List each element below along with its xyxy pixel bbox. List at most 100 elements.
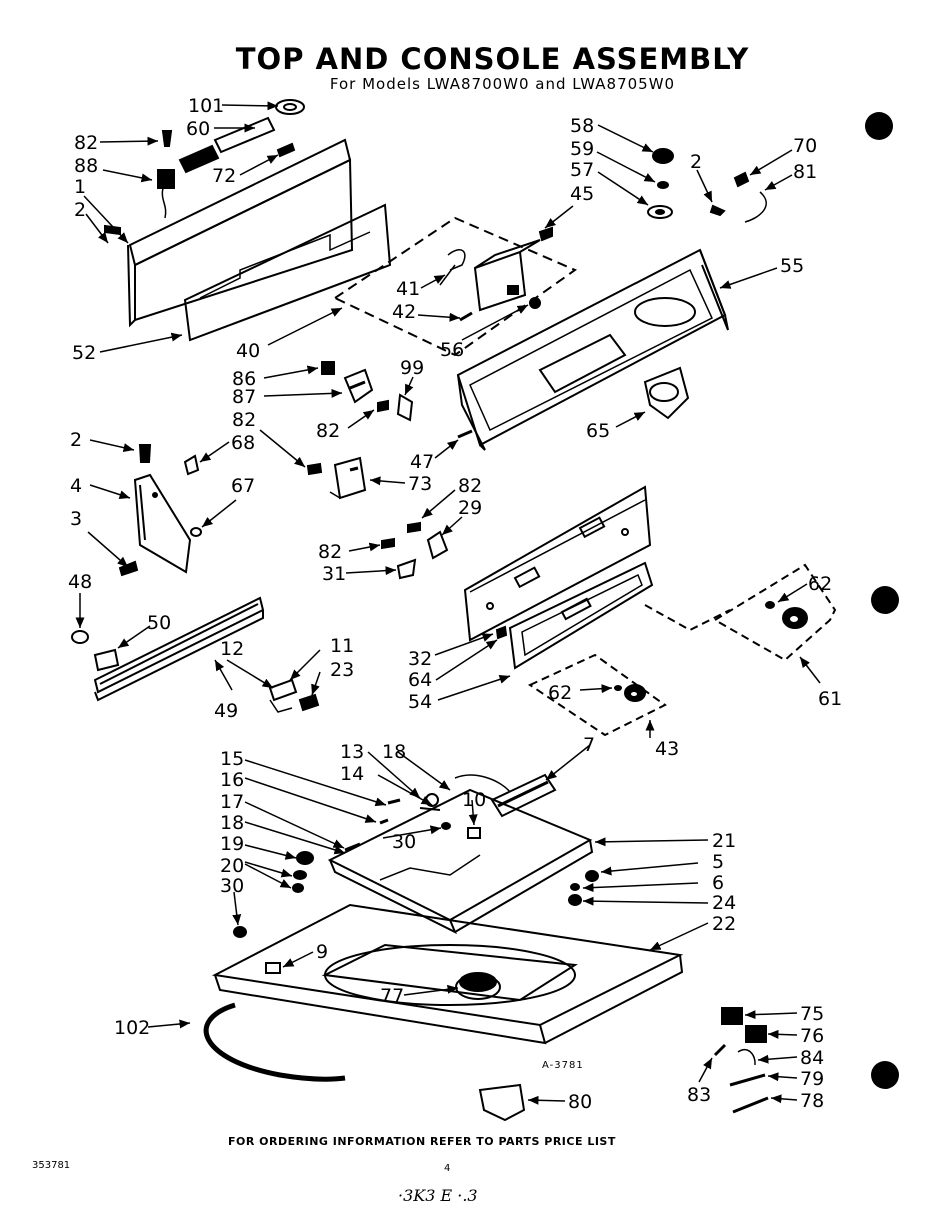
callout-label: 13 — [340, 741, 364, 763]
nut-part-30-upper — [441, 822, 451, 830]
callout-label: 77 — [380, 985, 404, 1007]
callout-label: 2 — [690, 151, 702, 173]
screw-part-2-side — [138, 444, 152, 463]
callout-label: 49 — [214, 700, 238, 722]
callout-label: 45 — [570, 183, 594, 205]
wire-connectors-parts-79-78 — [729, 1073, 769, 1114]
callout-label: 11 — [330, 635, 354, 657]
lid-switch-part-10 — [467, 827, 481, 839]
callout-label: 30 — [392, 831, 416, 853]
callout-label: 83 — [687, 1084, 711, 1106]
bracket-part-4 — [133, 473, 192, 574]
control-panel-part-32 — [463, 485, 652, 642]
callout-label: 56 — [440, 339, 464, 361]
callout-label: 68 — [231, 432, 255, 454]
switch-part-29 — [426, 530, 449, 560]
callout-label: 65 — [586, 420, 610, 442]
spring-part-59 — [657, 181, 669, 189]
callout-label: 81 — [793, 161, 817, 183]
callout-label: 86 — [232, 368, 256, 390]
callout-label: 62 — [548, 682, 572, 704]
callout-label: 72 — [212, 165, 236, 187]
callout-label: 52 — [72, 342, 96, 364]
figure-code: A-3781 — [542, 1060, 584, 1071]
callout-label: 99 — [400, 357, 424, 379]
callout-label: 10 — [462, 789, 486, 811]
callout-label: 80 — [568, 1091, 592, 1113]
screw-part-64 — [495, 625, 508, 640]
callout-label: 60 — [186, 118, 210, 140]
knob-part-62-right — [765, 601, 808, 629]
callout-label: 21 — [712, 830, 736, 852]
timer-motor-part-56 — [473, 239, 541, 312]
callout-label: 82 — [458, 475, 482, 497]
knob-part-58 — [652, 148, 674, 164]
knob-assembly-outline-part-43 — [527, 653, 667, 737]
trim-strip-part-49 — [93, 596, 265, 702]
switch-part-86 — [321, 361, 335, 375]
screw-part-82-29 — [407, 521, 421, 534]
callout-label: 3 — [70, 508, 82, 530]
screw-part-2-right — [709, 204, 726, 217]
callout-label: 87 — [232, 386, 256, 408]
callout-label: 29 — [458, 497, 482, 519]
panel-shield-part-52 — [183, 203, 392, 342]
callout-label: 61 — [818, 688, 842, 710]
callout-label: 5 — [712, 851, 724, 873]
knob-assembly-outline-part-61 — [644, 563, 837, 662]
callout-label: 9 — [316, 941, 328, 963]
callout-label: 76 — [800, 1025, 824, 1047]
callout-label: 20 — [220, 855, 244, 877]
callout-label: 47 — [410, 451, 434, 473]
washer-part-57 — [647, 205, 673, 219]
agitator-cap-part-77 — [455, 972, 501, 1000]
handwritten-note: ·3K3 E ·.3 — [398, 1186, 478, 1205]
callout-label: 23 — [330, 659, 354, 681]
page-number: 4 — [444, 1163, 451, 1174]
callout-label: 78 — [800, 1090, 824, 1112]
console-part-55 — [456, 248, 729, 451]
callout-label: 58 — [570, 115, 594, 137]
callout-label: 54 — [408, 691, 432, 713]
end-cap-part-50 — [93, 648, 120, 672]
callout-label: 48 — [68, 571, 92, 593]
callout-label: 42 — [392, 301, 416, 323]
screw-part-45 — [538, 226, 553, 242]
hinge-pins-parts-15-18 — [344, 798, 401, 852]
lint-filter-part-80 — [478, 1083, 526, 1122]
callout-label: 43 — [655, 738, 679, 760]
cap-part-48 — [71, 630, 89, 644]
top-cover-part-22 — [211, 903, 684, 1045]
callout-label: 70 — [793, 135, 817, 157]
callout-label: 18 — [382, 741, 406, 763]
retainer-part-31 — [396, 558, 417, 580]
callout-label: 62 — [808, 573, 832, 595]
screw-part-82-console — [377, 399, 389, 413]
timer-bracket-outline-part-40 — [332, 216, 578, 357]
callout-label: 101 — [188, 95, 224, 117]
callout-label: 22 — [712, 913, 736, 935]
callout-label: 2 — [74, 199, 86, 221]
gasket-part-102 — [203, 1002, 346, 1082]
callout-label: 12 — [220, 638, 244, 660]
document-number: 353781 — [32, 1160, 71, 1171]
rear-panel-part-1 — [127, 138, 354, 328]
callout-label: 50 — [147, 612, 171, 634]
callout-label: 88 — [74, 155, 98, 177]
page-title: TOP AND CONSOLE ASSEMBLY — [235, 42, 750, 76]
callout-label: 82 — [74, 132, 98, 154]
screw-part-42 — [459, 311, 473, 322]
callout-label: 55 — [780, 255, 804, 277]
nut-part-30-lower — [233, 926, 247, 938]
part-drawings — [71, 99, 837, 1122]
callout-label: 6 — [712, 872, 724, 894]
switch-bracket-part-87 — [343, 368, 374, 404]
callout-label: 18 — [220, 812, 244, 834]
callout-label: 57 — [570, 159, 594, 181]
clip-part-68 — [183, 454, 200, 476]
ballast-part-88 — [157, 169, 175, 219]
callout-label: 14 — [340, 763, 364, 785]
screw-part-70 — [733, 171, 750, 188]
